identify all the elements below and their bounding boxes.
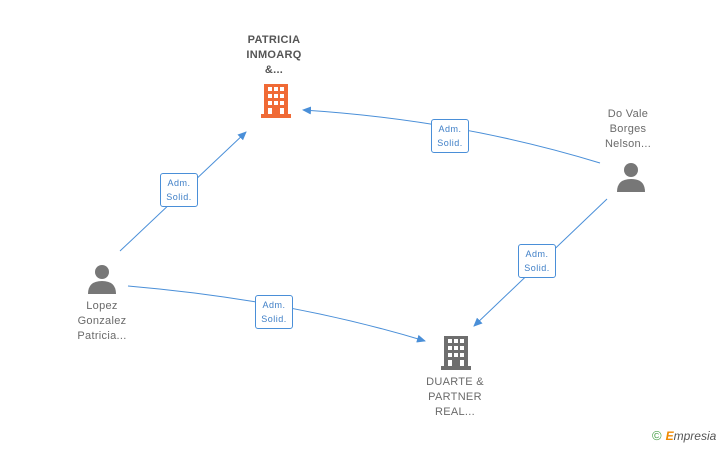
main-company-label[interactable]: PATRICIA INMOARQ &... [246, 34, 302, 76]
edge-label-dovale-to-second: Adm. Solid. [518, 244, 556, 278]
person-lopez-label[interactable]: Lopez Gonzalez Patricia... [77, 300, 127, 342]
person-icon-lopez[interactable] [87, 264, 117, 294]
copyright-icon: © [652, 428, 662, 443]
brand-logo-e: E [665, 429, 674, 443]
edge-label-dovale-to-main: Adm. Solid. [431, 119, 469, 153]
edge-label-lopez-to-main: Adm. Solid. [160, 173, 198, 207]
building-icon-second[interactable] [441, 336, 471, 370]
footer-brand[interactable]: ©Empresia [652, 428, 716, 443]
brand-name: mpresia [673, 429, 717, 443]
second-company-label[interactable]: DUARTE & PARTNER REAL... [426, 376, 484, 418]
edge-label-lopez-to-second: Adm. Solid. [255, 295, 293, 329]
person-dovale-label[interactable]: Do Vale Borges Nelson... [604, 108, 652, 150]
person-icon-dovale[interactable] [616, 162, 646, 192]
building-icon-main[interactable] [261, 84, 291, 118]
